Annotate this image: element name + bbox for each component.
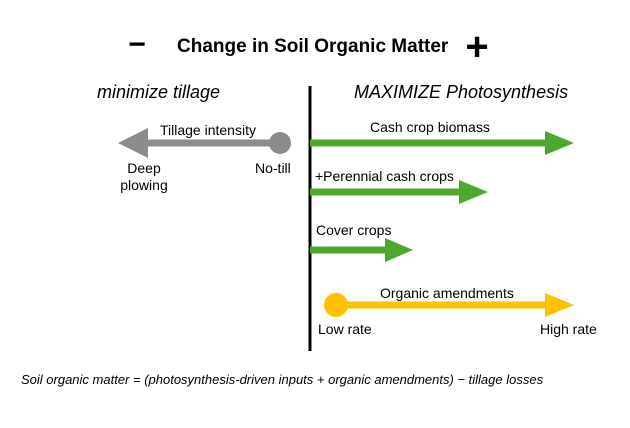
- deep-plowing-label: Deep plowing: [120, 160, 168, 193]
- cash-crop-arrow: [310, 131, 574, 155]
- amendments-arrow: [324, 293, 574, 317]
- cash-crop-arrow-head: [545, 131, 574, 155]
- plus-sign: +: [465, 25, 489, 69]
- tillage-intensity-label: Tillage intensity: [160, 122, 256, 138]
- high-rate-label: High rate: [540, 321, 597, 337]
- cover-crops-arrow-head: [385, 238, 413, 262]
- no-till-label: No-till: [255, 160, 291, 176]
- page-title: Change in Soil Organic Matter: [177, 36, 449, 57]
- footer-equation: Soil organic matter = (photosynthesis-dr…: [21, 372, 544, 387]
- tillage-arrow-head: [118, 128, 148, 158]
- perennial-cash-crops-label: +Perennial cash crops: [315, 168, 454, 184]
- tillage-arrow: [118, 128, 291, 158]
- perennial-arrow-head: [459, 180, 488, 204]
- perennial-arrow: [310, 180, 488, 204]
- no-till-dot: [269, 132, 291, 154]
- heading-minimize-tillage: minimize tillage: [97, 82, 221, 102]
- minus-sign: −: [128, 28, 146, 61]
- heading-maximize-photosynthesis: MAXIMIZE Photosynthesis: [354, 82, 569, 102]
- cover-crops-arrow: [310, 238, 413, 262]
- cash-crop-biomass-label: Cash crop biomass: [370, 119, 490, 135]
- amendments-arrow-head: [545, 293, 574, 317]
- low-rate-label: Low rate: [318, 321, 372, 337]
- organic-amendments-label: Organic amendments: [380, 285, 514, 301]
- cover-crops-label: Cover crops: [316, 222, 392, 238]
- low-rate-dot: [324, 293, 348, 317]
